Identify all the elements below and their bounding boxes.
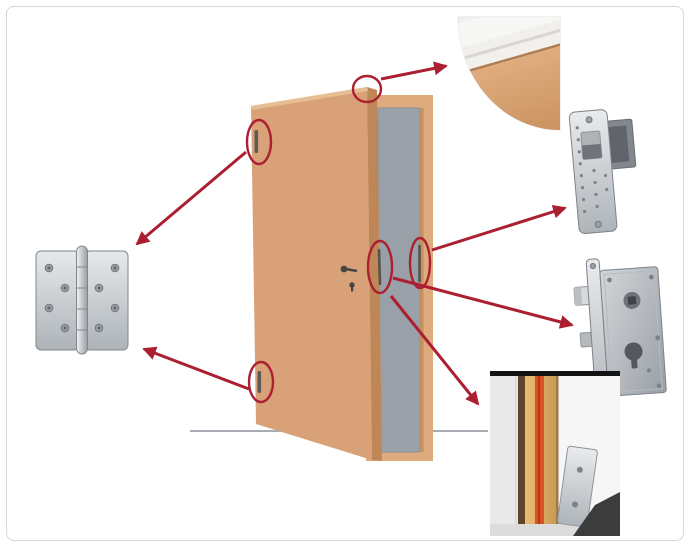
keyhole-slot <box>351 286 354 292</box>
keyhole-icon <box>349 282 355 288</box>
strike-keep-cavity <box>608 125 630 163</box>
hinge-knuckle-lines <box>77 266 87 331</box>
hinge-mark-bottom <box>257 371 262 393</box>
seal-edge-line <box>556 376 559 536</box>
callout-lock-handle <box>366 239 394 295</box>
latch-bolt-bevel <box>573 286 583 306</box>
arrow-to-hinge-bottom <box>142 346 250 391</box>
callout-door-top-edge <box>351 74 383 104</box>
callout-arrows <box>135 61 574 406</box>
strike-perforations <box>575 126 609 214</box>
corner-top-surface <box>458 17 560 60</box>
hinge-mark-top <box>254 130 259 153</box>
faceplate-screw-top <box>589 262 597 270</box>
seal-strip-shadow <box>538 376 540 536</box>
door-right-edge <box>367 87 382 461</box>
seal-jamb <box>490 376 518 536</box>
strike-screw-bottom <box>594 220 602 228</box>
key-bow <box>340 265 348 273</box>
arrow-to-edge-seal <box>389 295 480 406</box>
butt-hinge-image <box>35 245 129 355</box>
key-and-keyhole <box>340 265 358 292</box>
door-leaf <box>251 87 382 461</box>
lock-faceplate-mark <box>377 248 382 286</box>
door-face <box>251 87 372 460</box>
corner-face <box>458 38 560 130</box>
arrow-to-strike-plate <box>431 204 567 252</box>
arrow-to-corner-section <box>380 61 448 81</box>
callout-bottom-hinge <box>247 360 275 404</box>
strike-plate-image <box>568 109 637 235</box>
callout-frame-strike <box>408 236 432 290</box>
seal-dark-strip <box>518 376 525 536</box>
callout-top-hinge <box>245 118 273 166</box>
hinge-barrel <box>76 245 88 355</box>
door-top-edge <box>251 87 368 110</box>
key-stem <box>345 267 358 273</box>
mortise-lock-image <box>573 258 667 411</box>
hinge-screw-holes <box>44 263 120 333</box>
euro-cylinder-hole <box>624 342 643 369</box>
lock-case <box>599 266 667 397</box>
hinge-leaf-right <box>84 250 129 351</box>
arrow-to-hinge-top <box>135 150 247 246</box>
lock-case-inner-line <box>603 270 663 393</box>
arrow-to-mortise-lock <box>392 276 574 329</box>
spindle-square <box>627 296 637 305</box>
strike-screw-top <box>585 116 593 124</box>
seal-photo-top-border <box>490 371 620 376</box>
seal-hinge-plate <box>557 445 598 528</box>
callout-circles <box>245 74 432 404</box>
frame-inner-edge <box>420 108 424 452</box>
edge-seal-image <box>490 371 620 536</box>
seal-corner-shadow <box>573 492 620 536</box>
hinge-leaf-left <box>35 250 80 351</box>
strike-latch-hole <box>581 143 602 160</box>
